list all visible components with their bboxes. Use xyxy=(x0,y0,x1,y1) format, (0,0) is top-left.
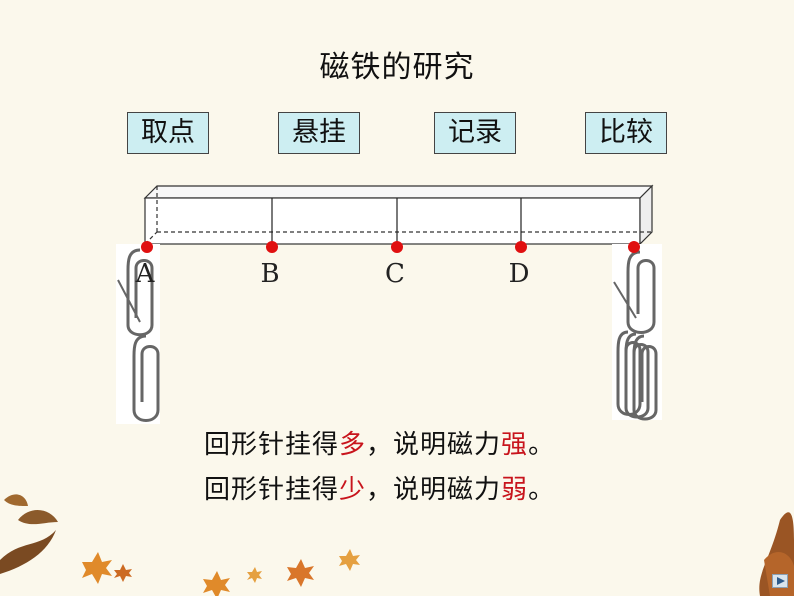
step-record: 记录 xyxy=(434,112,516,154)
decorative-leaves xyxy=(0,494,794,596)
point-label-a: A xyxy=(135,259,155,289)
conclusion-weak-prefix: 回形针挂得 xyxy=(204,475,340,505)
suspension-strings xyxy=(271,198,522,246)
conclusion-weak-suffix: 。 xyxy=(528,475,556,505)
point-label-c: C xyxy=(385,259,405,289)
keyword-less: 少 xyxy=(339,475,367,505)
keyword-more: 多 xyxy=(339,430,367,460)
next-slide-button[interactable] xyxy=(772,574,788,588)
conclusion-strong-middle: ，说明磁力 xyxy=(366,430,502,460)
conclusion-weak: 回形针挂得少，说明磁力弱。 xyxy=(204,469,555,506)
conclusion-weak-middle: ，说明磁力 xyxy=(366,475,502,505)
slide-title: 磁铁的研究 xyxy=(319,50,475,85)
step-suspend: 悬挂 xyxy=(278,112,360,154)
paper-clips-right xyxy=(612,244,662,421)
play-triangle-icon xyxy=(777,577,785,585)
result-weak: 弱 xyxy=(501,475,529,505)
bar-magnet xyxy=(143,184,654,246)
conclusion-strong: 回形针挂得多，说明磁力强。 xyxy=(204,424,555,461)
point-label-d: D xyxy=(508,259,530,289)
result-strong: 强 xyxy=(501,430,529,460)
conclusion-strong-suffix: 。 xyxy=(528,430,556,460)
conclusion-strong-prefix: 回形针挂得 xyxy=(204,430,340,460)
paper-clips-left xyxy=(116,244,160,424)
step-pick-point: 取点 xyxy=(127,112,209,154)
point-label-b: B xyxy=(260,259,280,289)
point-dots xyxy=(141,241,640,253)
step-compare: 比较 xyxy=(585,112,667,154)
